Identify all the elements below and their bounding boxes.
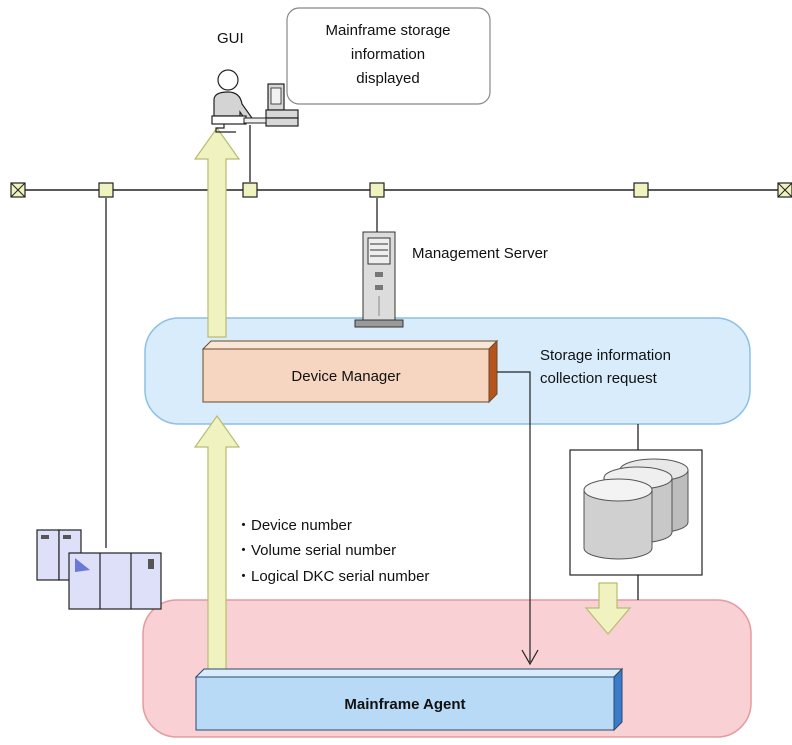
gui-label: GUI [217,30,244,47]
callout-line-2: information [351,46,425,63]
network-terminator-right-icon [777,182,792,198]
callout-line-1: Mainframe storage [325,22,450,39]
info-item-dkc-serial: ・Logical DKC serial number [236,568,429,585]
callout-bubble [286,7,491,105]
network-node-extra [633,182,649,198]
device-manager-label: Device Manager [291,368,400,385]
flow-arrow-to-gui [193,126,241,338]
mainframe-agent-box [194,667,624,732]
info-item-volume-serial: ・Volume serial number [236,542,396,559]
management-server-icon [354,231,404,328]
flow-arrow-storage-to-agent [584,582,632,635]
flow-arrow-to-device-manager [193,414,241,681]
device-manager-box [201,339,499,404]
storage-disk-icon [583,458,689,560]
gui-user-icon [211,69,253,133]
request-label-line-1: Storage information [540,347,671,364]
mainframe-agent-label: Mainframe Agent [344,696,465,713]
request-line [497,371,531,662]
request-arrowhead [521,649,539,666]
gui-computer-icon [243,83,299,127]
network-terminator-left-icon [10,182,26,198]
network-node-server [369,182,385,198]
network-node-gui [242,182,258,198]
management-server-label: Management Server [412,245,548,262]
callout-line-3: displayed [356,70,419,87]
mainframe-host-icon [36,529,162,610]
network-node-mainframe [98,182,114,198]
info-item-device-number: ・Device number [236,517,352,534]
request-label-line-2: collection request [540,370,658,387]
